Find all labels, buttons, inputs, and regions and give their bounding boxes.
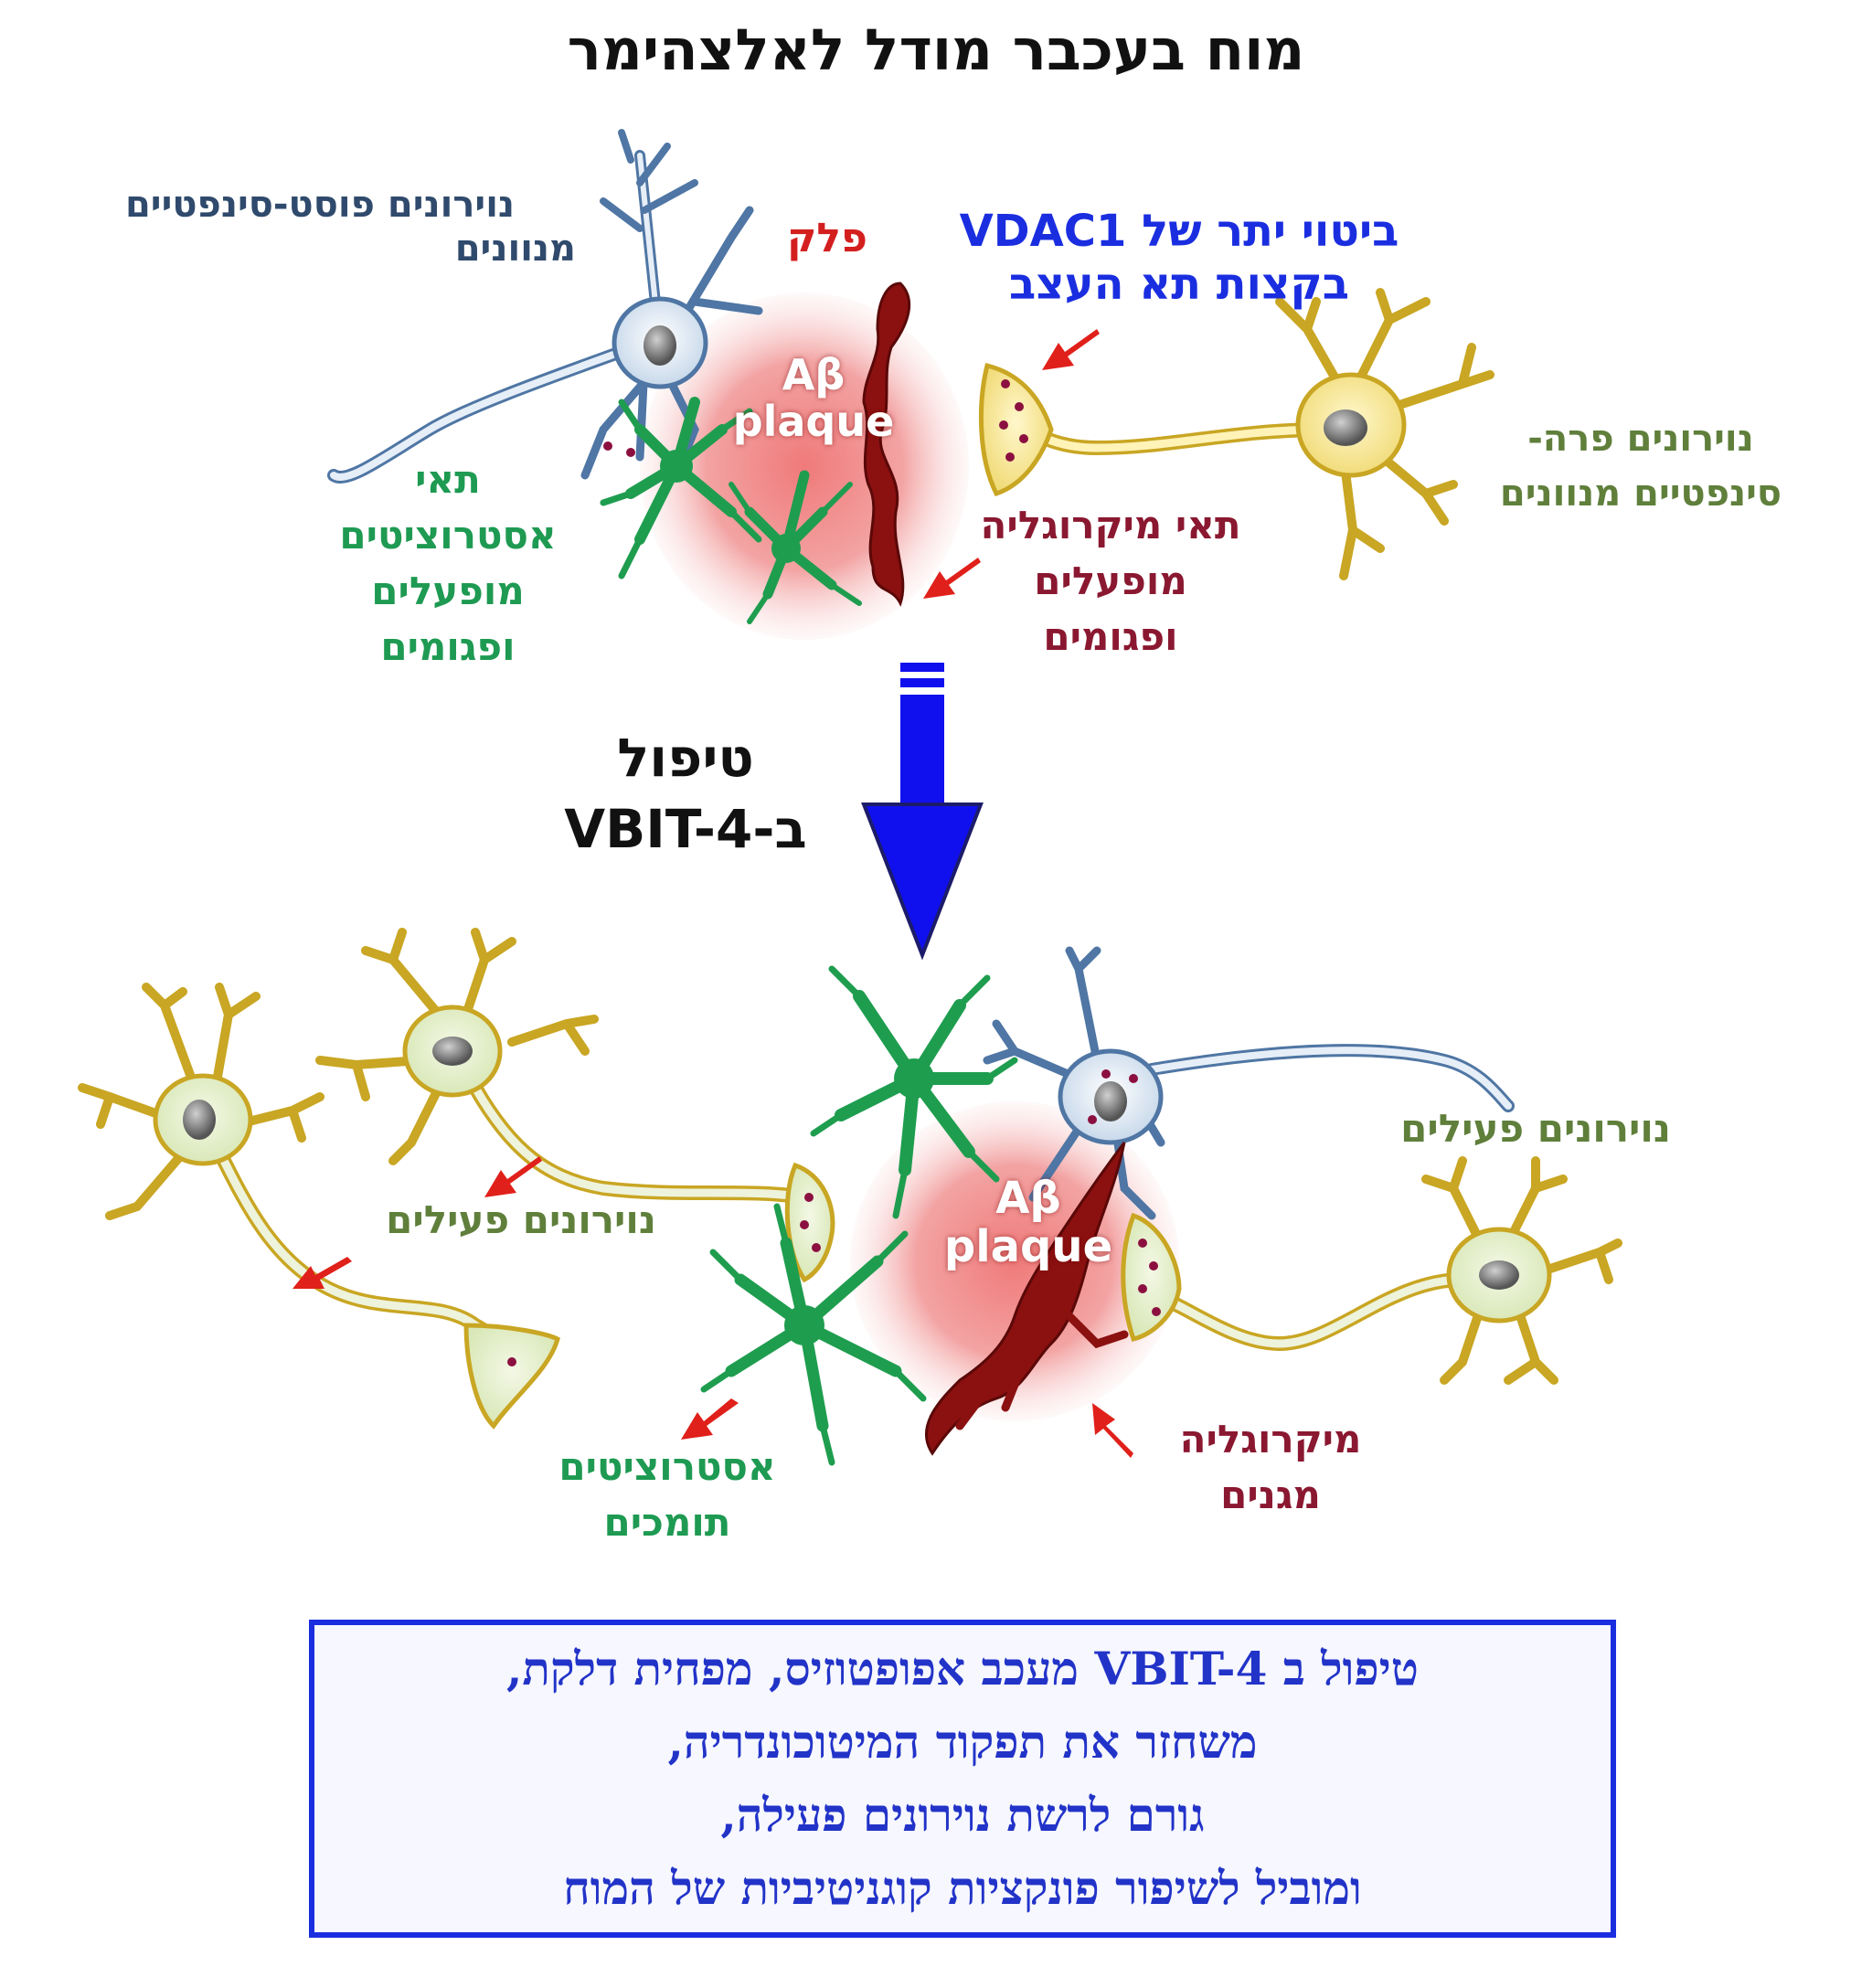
plaque-text-bottom: Aβ plaque [941, 1175, 1115, 1271]
label-line: אסטרוציטים [339, 512, 557, 558]
label-plaque: פלק [787, 215, 867, 261]
astrocyte-soma-top-2 [771, 534, 801, 563]
label-line: מגנים [1220, 1472, 1321, 1517]
label-astrocytes-top: תאי אסטרוציטים מופעלים ופגומים [302, 452, 594, 675]
summary-line: משחזר את תפקוד המיטוכונדריה, [667, 1715, 1258, 1769]
label-vdac1-overexpression: ביטוי יתר של VDAC1 בקצות תא העצב [914, 206, 1444, 311]
post-synaptic-nucleus-bottom [1094, 1081, 1127, 1122]
vesicles-left-mid [800, 1193, 821, 1252]
vesicles-right-terminal [1138, 1239, 1161, 1316]
summary-box: טיפול ב VBIT-4 מעכב אפופטוזיס, מפחית דלק… [309, 1620, 1616, 1938]
microglia-bottom-branch [955, 1302, 1129, 1430]
pre-synaptic-terminal-top [978, 362, 1054, 497]
label-active-neurons-left: נוירונים פעילים [386, 1197, 656, 1242]
post-synaptic-neuron-bottom [983, 946, 1515, 1220]
astrocyte-bottom [700, 965, 1018, 1466]
active-terminal-left-low [463, 1323, 560, 1430]
label-line: תאי מיקרוגליה [980, 503, 1241, 547]
active-terminal-right [1121, 1212, 1182, 1342]
active-neuron-right [1154, 1156, 1622, 1385]
label-line: ביטוי יתר של VDAC1 [959, 206, 1399, 257]
summary-line: טיפול ב VBIT-4 מעכב אפופטוזיס, מפחית דלק… [506, 1642, 1419, 1696]
label-line: סינפטיים מנוונים [1499, 473, 1782, 515]
astrocyte-soma-top [660, 450, 693, 483]
vesicle-left-low [507, 1357, 516, 1366]
vesicles-top [603, 379, 1028, 462]
label-line: נוירונים פוסט-סינפטיים [124, 184, 516, 226]
astrocyte-top [600, 397, 862, 624]
post-synaptic-nucleus-top [644, 325, 676, 366]
label-line: מופעלים [1034, 558, 1187, 603]
label-microglia-bottom: מיקרוגליה מגנים [1152, 1412, 1389, 1524]
plaque-text-line: plaque [732, 396, 895, 446]
label-line: מנוונים [454, 228, 576, 270]
summary-line: גורם לרשת נוירונים פעילה, [720, 1788, 1205, 1842]
label-line: ב-VBIT-4 [564, 798, 807, 861]
label-line: טיפול [617, 727, 754, 789]
label-line: תאי [415, 457, 481, 502]
label-treatment: טיפול ב-VBIT-4 [512, 722, 859, 866]
microglia-top [862, 282, 910, 607]
page-title: מוח בעכבר מודל לאלצהימר [567, 16, 1305, 83]
summary-line: ומוביל לשיפור פונקציות קוגניטיביות של המ… [563, 1861, 1362, 1915]
active-terminal-left-mid [784, 1162, 835, 1283]
plaque-text-line: Aβ [782, 350, 846, 399]
pointer-arrows-top [923, 329, 1100, 599]
label-active-neurons-right: נוירונים פעילים [1400, 1106, 1671, 1151]
treatment-arrow [861, 663, 984, 961]
active-neuron-left-2-nucleus [432, 1037, 473, 1066]
vesicles-post-bottom [1088, 1069, 1138, 1124]
astrocyte-soma-bottom-2 [784, 1305, 824, 1345]
label-line: תומכים [603, 1499, 731, 1545]
active-neuron-left-2 [315, 928, 812, 1205]
label-astrocytes-bottom: אסטרוציטים תומכים [512, 1440, 823, 1551]
plaque-text-line: Aβ [995, 1173, 1061, 1224]
label-line: מופעלים [371, 568, 525, 613]
plaque-text-line: plaque [943, 1220, 1113, 1272]
label-line: מיקרוגליה [1179, 1417, 1362, 1462]
label-microglia-top: תאי מיקרוגליה מופעלים ופגומים [960, 498, 1261, 665]
label-line: ופגומים [380, 623, 516, 669]
pre-synaptic-nucleus-top [1324, 409, 1367, 446]
active-neuron-left-1-nucleus [183, 1100, 216, 1140]
post-synaptic-neuron-top [327, 129, 763, 484]
label-line: אסטרוציטים [558, 1444, 776, 1489]
plaque-text-top: Aβ plaque [731, 352, 896, 444]
pointer-arrows-bottom [292, 1156, 1133, 1458]
label-line: ופגומים [1043, 613, 1178, 659]
label-post-synaptic-neurons: נוירונים פוסט-סינפטיים מנוונים [64, 183, 576, 271]
active-neuron-right-nucleus [1479, 1260, 1519, 1290]
astrocyte-soma-bottom [894, 1058, 934, 1099]
label-pre-synaptic-neurons: נוירונים פרה- סינפטיים מנוונים [1453, 411, 1828, 521]
label-line: בקצות תא העצב [1009, 258, 1349, 310]
label-line: נוירונים פרה- [1527, 418, 1754, 460]
microglia-bottom [925, 1142, 1126, 1456]
